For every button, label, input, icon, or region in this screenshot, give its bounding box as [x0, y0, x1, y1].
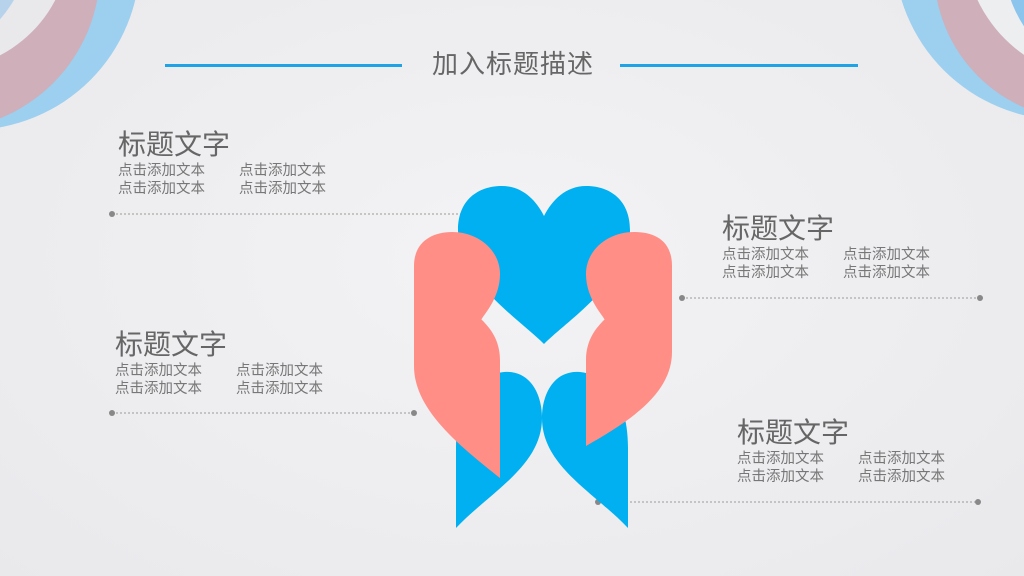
- leader-dot: [109, 211, 115, 217]
- block-text-row: 点击添加文本 点击添加文本: [737, 450, 979, 468]
- leader-dot: [109, 410, 115, 416]
- block-text: 点击添加文本: [118, 163, 205, 179]
- block-text: 点击添加文本: [843, 265, 930, 281]
- text-block-1: 标题文字 点击添加文本点击添加文本 点击添加文本点击添加文本: [118, 128, 360, 198]
- block-text: 点击添加文本: [858, 451, 945, 467]
- left-coral-half-heart: [414, 232, 500, 478]
- block-text: 点击添加文本: [236, 363, 323, 379]
- block-text: 点击添加文本: [858, 469, 945, 485]
- text-block-4: 标题文字 点击添加文本点击添加文本 点击添加文本点击添加文本: [737, 416, 979, 486]
- block-text: 点击添加文本: [115, 381, 202, 397]
- block-text: 点击添加文本: [115, 363, 202, 379]
- leader-dot: [411, 410, 417, 416]
- block-text: 点击添加文本: [722, 265, 809, 281]
- text-block-3: 标题文字 点击添加文本点击添加文本 点击添加文本点击添加文本: [115, 328, 357, 398]
- block-text: 点击添加文本: [722, 247, 809, 263]
- top-right-decoration: [901, 0, 1024, 116]
- block-text-row: 点击添加文本 点击添加文本: [118, 180, 360, 198]
- block-title: 标题文字: [115, 328, 228, 361]
- right-coral-half-heart: [586, 232, 672, 446]
- leader-dot: [975, 499, 981, 505]
- block-text-row: 点击添加文本 点击添加文本: [115, 380, 357, 398]
- hearts-graphic: [414, 186, 672, 528]
- block-text: 点击添加文本: [239, 181, 326, 197]
- text-block-2: 标题文字 点击添加文本点击添加文本 点击添加文本点击添加文本: [722, 212, 964, 282]
- block-title: 标题文字: [118, 128, 231, 161]
- block-text: 点击添加文本: [843, 247, 930, 263]
- header-title: 加入标题描述: [431, 50, 594, 80]
- block-text-row: 点击添加文本 点击添加文本: [722, 246, 964, 264]
- block-title: 标题文字: [737, 416, 850, 449]
- top-left-decoration: [0, 0, 136, 128]
- block-text: 点击添加文本: [118, 181, 205, 197]
- leader-dot: [679, 295, 685, 301]
- block-title: 标题文字: [722, 212, 835, 245]
- block-text: 点击添加文本: [737, 469, 824, 485]
- block-text: 点击添加文本: [737, 451, 824, 467]
- block-text-row: 点击添加文本 点击添加文本: [118, 162, 360, 180]
- block-text-row: 点击添加文本 点击添加文本: [722, 264, 964, 282]
- header-line-right: [620, 64, 858, 67]
- top-blue-heart: [458, 186, 630, 344]
- block-text: 点击添加文本: [236, 381, 323, 397]
- leader-dot: [977, 295, 983, 301]
- block-text-row: 点击添加文本 点击添加文本: [737, 468, 979, 486]
- block-text: 点击添加文本: [239, 163, 326, 179]
- block-text-row: 点击添加文本 点击添加文本: [115, 362, 357, 380]
- header-line-left: [165, 64, 402, 67]
